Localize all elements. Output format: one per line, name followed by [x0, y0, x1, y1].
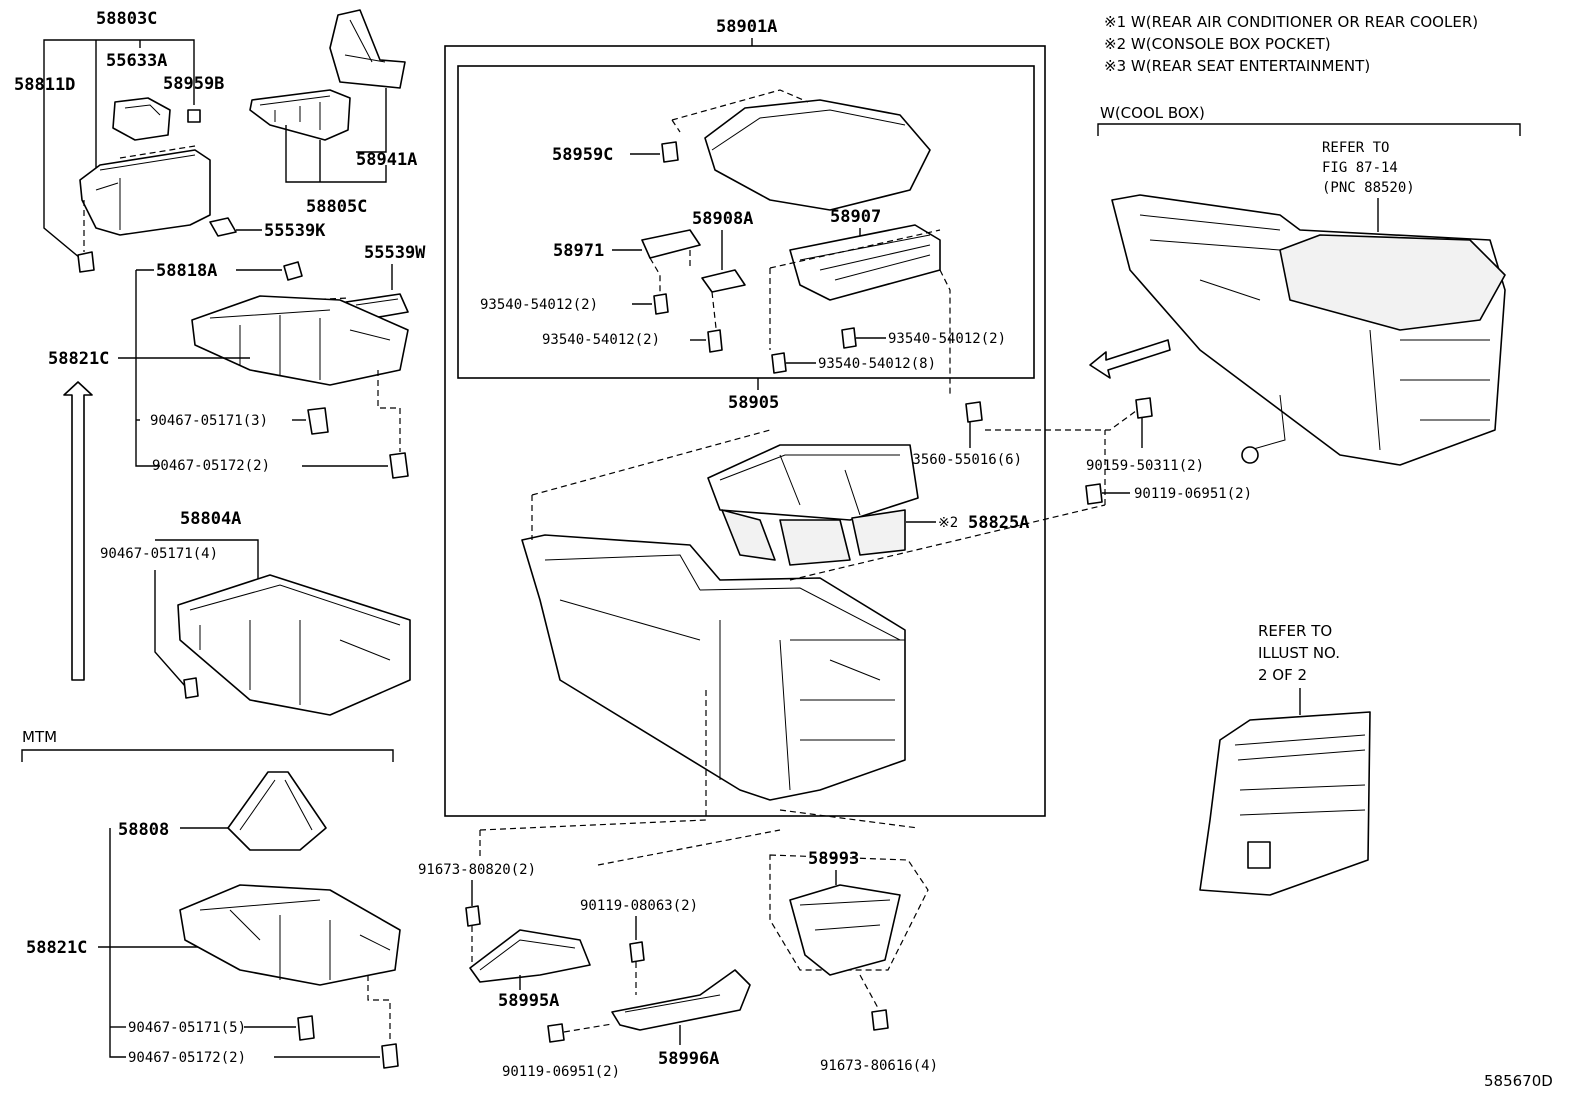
label-58803C: 58803C: [96, 9, 157, 29]
label-93540-b: 93540-54012(2): [542, 332, 660, 348]
label-93540-a: 93540-54012(2): [480, 297, 598, 313]
refer-fig-2: FIG 87-14: [1322, 160, 1398, 176]
up-arrow: [63, 381, 93, 681]
label-58811D: 58811D: [14, 75, 75, 95]
label-58821C-bottom: 58821C: [26, 938, 87, 958]
label-58959C: 58959C: [552, 145, 613, 165]
note-2: ※2 W(CONSOLE BOX POCKET): [1104, 35, 1331, 53]
label-90119-08063: 90119-08063(2): [580, 898, 698, 914]
label-58805C: 58805C: [306, 197, 367, 217]
refer-illust-3: 2 OF 2: [1258, 666, 1307, 684]
label-58818A: 58818A: [156, 261, 217, 281]
label-58804A: 58804A: [180, 509, 241, 529]
mtm-label: MTM: [22, 728, 57, 746]
label-58996A: 58996A: [658, 1049, 719, 1069]
rear-panel-section: REFER TO ILLUST NO. 2 OF 2: [1199, 622, 1371, 896]
cool-box-label: W(COOL BOX): [1100, 104, 1205, 122]
label-90119-06951-right: 90119-06951(2): [1134, 486, 1252, 502]
label-58907: 58907: [830, 207, 881, 227]
tray-assembly: 58941A 58805C: [249, 9, 417, 217]
clip-55539K: [209, 217, 237, 237]
label-58901A: 58901A: [716, 17, 777, 37]
label-58971: 58971: [553, 241, 604, 261]
label-58825A: 58825A: [968, 513, 1029, 533]
label-90467-05171-3: 90467-05171(3): [150, 413, 268, 429]
label-55539W: 55539W: [364, 243, 426, 263]
bottom-brackets: 91673-80820(2) 58995A 90119-08063(2) 589…: [418, 829, 938, 1080]
cool-box-section: W(COOL BOX) REFER TO FIG 87-14 (PNC 8852…: [1089, 104, 1521, 466]
label-58993: 58993: [808, 849, 859, 869]
mtm-section: MTM 58808 58821C 90467-05171(5) 90467-05…: [21, 728, 401, 1069]
cup-holder-assembly: 58803C 55633A 58959B 58811D: [14, 9, 224, 273]
label-90119-06951-bottom: 90119-06951(2): [502, 1064, 620, 1080]
label-58905: 58905: [728, 393, 779, 413]
label-93540-c: 93540-54012(2): [888, 331, 1006, 347]
label-90467-05171-5: 90467-05171(5): [128, 1020, 246, 1036]
label-93560: 93560-55016(6): [904, 452, 1022, 468]
refer-fig-3: (PNC 88520): [1322, 180, 1415, 196]
label-90467-05171-4: 90467-05171(4): [100, 546, 218, 562]
diagram-id: 585670D: [1484, 1072, 1553, 1090]
refer-fig-1: REFER TO: [1322, 140, 1389, 156]
label-58821C-top: 58821C: [48, 349, 109, 369]
label-91673-80820: 91673-80820(2): [418, 862, 536, 878]
label-90467-05172-2-top: 90467-05172(2): [152, 458, 270, 474]
label-93540-d: 93540-54012(8): [818, 356, 936, 372]
lower-panel-assembly: 58804A 90467-05171(4): [100, 509, 411, 716]
right-fasteners: 90159-50311(2) 90119-06951(2): [985, 397, 1252, 505]
upper-panel-assembly: 58818A 55539W 58821C 90467-05171(3) 9046…: [48, 243, 426, 479]
label-58908A: 58908A: [692, 209, 753, 229]
label-58995A: 58995A: [498, 991, 559, 1011]
label-58808: 58808: [118, 820, 169, 840]
label-91673-80616: 91673-80616(4): [820, 1058, 938, 1074]
label-58825A-note: ※2: [938, 515, 958, 531]
note-3: ※3 W(REAR SEAT ENTERTAINMENT): [1104, 57, 1370, 75]
refer-illust-2: ILLUST NO.: [1258, 644, 1340, 662]
label-90159: 90159-50311(2): [1086, 458, 1204, 474]
label-58941A: 58941A: [356, 150, 417, 170]
note-1: ※1 W(REAR AIR CONDITIONER OR REAR COOLER…: [1104, 13, 1478, 31]
label-55633A: 55633A: [106, 51, 167, 71]
label-90467-05172-2-bottom: 90467-05172(2): [128, 1050, 246, 1066]
label-58959B: 58959B: [163, 74, 224, 94]
refer-illust-1: REFER TO: [1258, 622, 1332, 640]
console-box-assembly: 58901A 58959C 58971 58908A 58907 93540-5…: [444, 17, 1106, 831]
label-55539K: 55539K: [264, 221, 326, 241]
